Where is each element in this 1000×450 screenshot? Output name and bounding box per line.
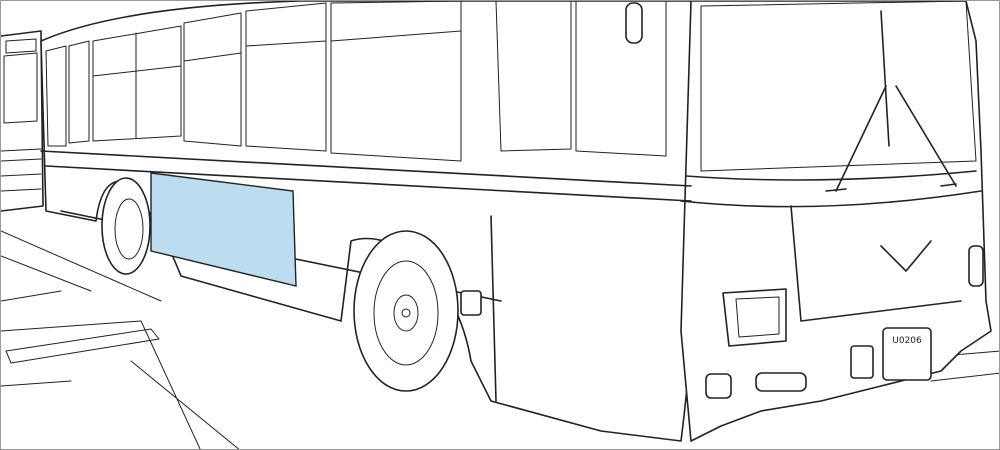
side-mirror xyxy=(625,2,643,44)
background-bus xyxy=(1,30,44,212)
rear-wheel xyxy=(101,177,151,275)
plate-text: U0206 xyxy=(892,336,922,346)
front-lights xyxy=(460,245,984,399)
headlight xyxy=(722,288,787,347)
license-plate: U0206 xyxy=(882,327,932,381)
front-wheel xyxy=(353,230,459,392)
windshield xyxy=(700,1,977,192)
side-windows xyxy=(45,1,667,162)
blue-side-panel xyxy=(150,172,297,287)
